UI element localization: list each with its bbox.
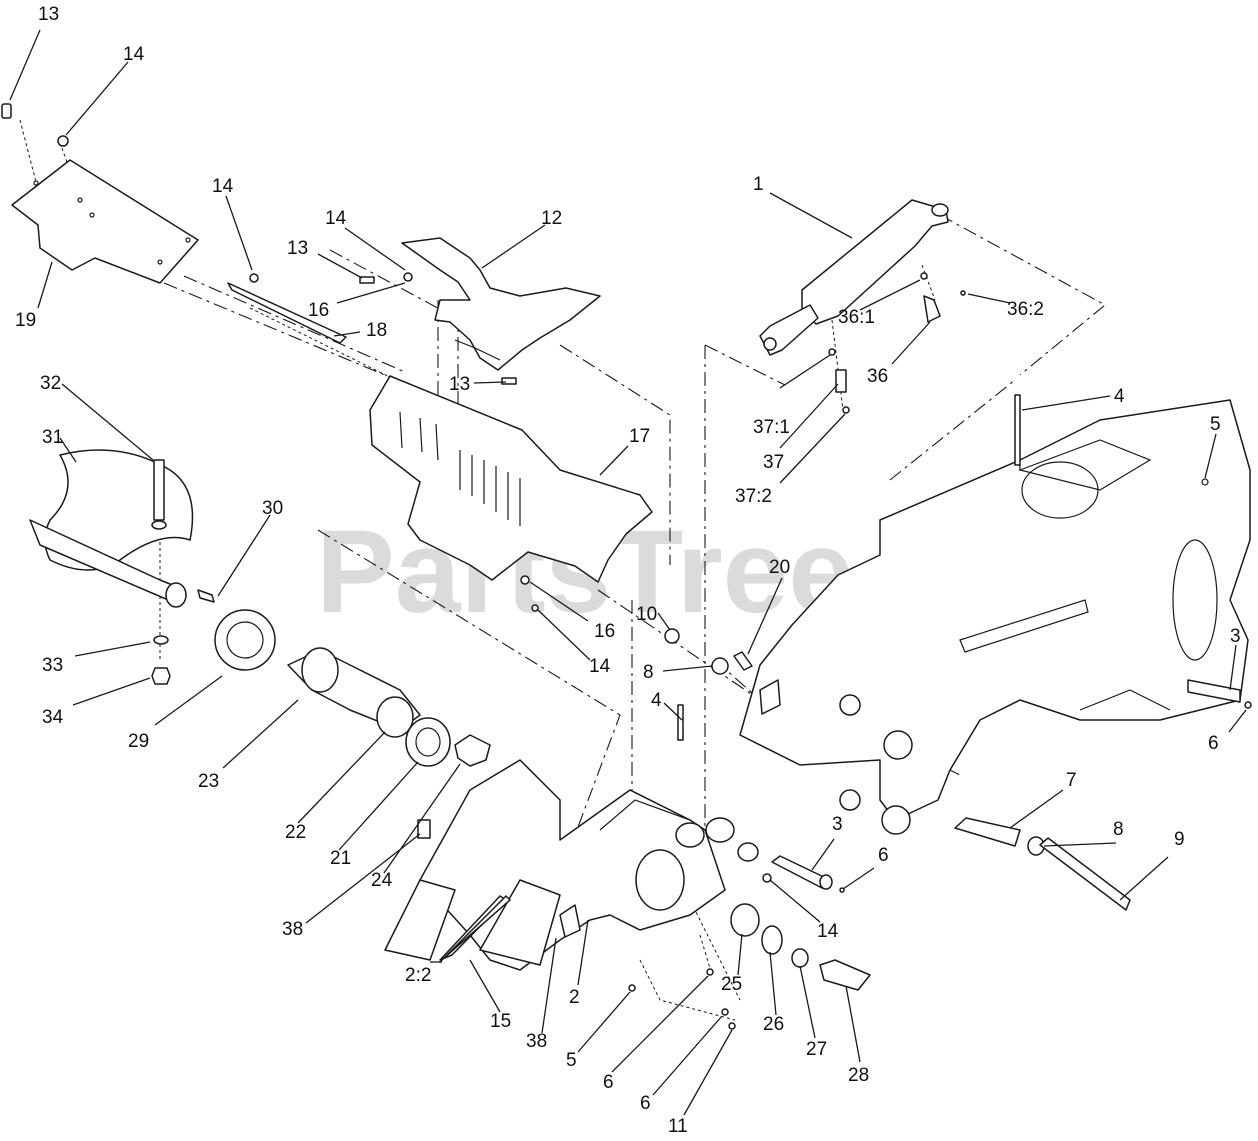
callout-label: 32 <box>40 373 61 394</box>
callout-label: 9 <box>1174 829 1185 850</box>
callout-label: 17 <box>629 426 650 447</box>
callout-label: 26 <box>763 1014 784 1035</box>
leader-lines <box>9 29 1247 1116</box>
callout-label: 36 <box>867 366 888 387</box>
callout-label: 30 <box>262 498 283 519</box>
part-3-pin-lower <box>762 855 845 893</box>
callout-label: 29 <box>128 731 149 752</box>
callout-label: 33 <box>42 655 63 676</box>
callout-label: 2 <box>569 987 580 1008</box>
part-25-28-bearings <box>628 903 871 1030</box>
callout-label: 4 <box>1114 386 1125 407</box>
part-7-pin <box>954 817 1131 911</box>
part-29-sprocket <box>197 589 276 671</box>
callout-label: 36:2 <box>1007 299 1044 320</box>
callout-label: 16 <box>308 300 329 321</box>
part-20-pin <box>733 651 753 671</box>
part-15-rod <box>439 895 511 963</box>
callout-label: 8 <box>643 662 654 683</box>
callout-label: 2:2 <box>405 965 431 986</box>
callout-label: 25 <box>721 974 742 995</box>
nut-14-top <box>57 135 69 147</box>
callout-label: 37:2 <box>735 486 772 507</box>
callout-label: 1 <box>753 174 764 195</box>
callout-label: 37:1 <box>753 417 790 438</box>
callout-label: 38 <box>526 1031 547 1052</box>
callout-label: 16 <box>594 621 615 642</box>
part-1-cylinder <box>759 199 966 414</box>
callout-label: 38 <box>282 919 303 940</box>
callout-label: 6 <box>1208 733 1219 754</box>
callout-label: 13 <box>287 238 308 259</box>
callout-label: 13 <box>449 374 470 395</box>
part-31-auger <box>29 449 194 685</box>
bolt-13-top <box>1 103 12 119</box>
part-12-chute <box>359 237 601 385</box>
callout-labels: 13 14 14 14 13 16 18 12 19 1 36:1 36:2 3… <box>15 4 1241 1137</box>
callout-label: 15 <box>490 1011 511 1032</box>
callout-label: 34 <box>42 707 64 728</box>
callout-label: 14 <box>123 44 145 65</box>
callout-label: 14 <box>817 921 839 942</box>
part-17-shield <box>369 375 653 612</box>
part-19-plate <box>11 159 199 284</box>
callout-label: 23 <box>198 771 219 792</box>
part-23-shaft <box>287 647 491 839</box>
part-10-8-washers <box>664 628 729 675</box>
callout-label: 27 <box>806 1039 827 1060</box>
callout-label: 3 <box>832 814 843 835</box>
callout-label: 22 <box>285 822 306 843</box>
callout-label: 6 <box>878 845 889 866</box>
callout-label: 5 <box>566 1050 577 1071</box>
callout-label: 20 <box>769 557 790 578</box>
part-2-gearbox <box>384 759 759 971</box>
callout-label: 14 <box>212 176 234 197</box>
callout-label: 14 <box>589 656 611 677</box>
callout-label: 13 <box>38 4 59 25</box>
part-18-bar <box>227 273 347 344</box>
callout-label: 24 <box>371 870 393 891</box>
callout-label: 7 <box>1066 770 1077 791</box>
part-4-pin-frame <box>1014 394 1021 466</box>
callout-label: 8 <box>1113 819 1124 840</box>
callout-label: 6 <box>640 1093 651 1114</box>
part-4-pin-gearbox <box>677 704 684 741</box>
callout-label: 31 <box>42 427 63 448</box>
callout-label: 12 <box>541 208 562 229</box>
callout-label: 5 <box>1210 414 1221 435</box>
callout-label: 37 <box>763 452 784 473</box>
callout-label: 36:1 <box>838 307 875 328</box>
callout-label: 18 <box>366 320 387 341</box>
callout-label: 11 <box>668 1116 688 1137</box>
callout-label: 10 <box>636 604 657 625</box>
frame-assembly <box>739 397 1252 835</box>
callout-label: 28 <box>848 1065 869 1086</box>
callout-label: 21 <box>330 848 351 869</box>
callout-label: 3 <box>1230 626 1241 647</box>
callout-label: 4 <box>651 690 662 711</box>
callout-label: 14 <box>325 208 347 229</box>
callout-label: 6 <box>603 1072 614 1093</box>
callout-label: 19 <box>15 310 36 331</box>
